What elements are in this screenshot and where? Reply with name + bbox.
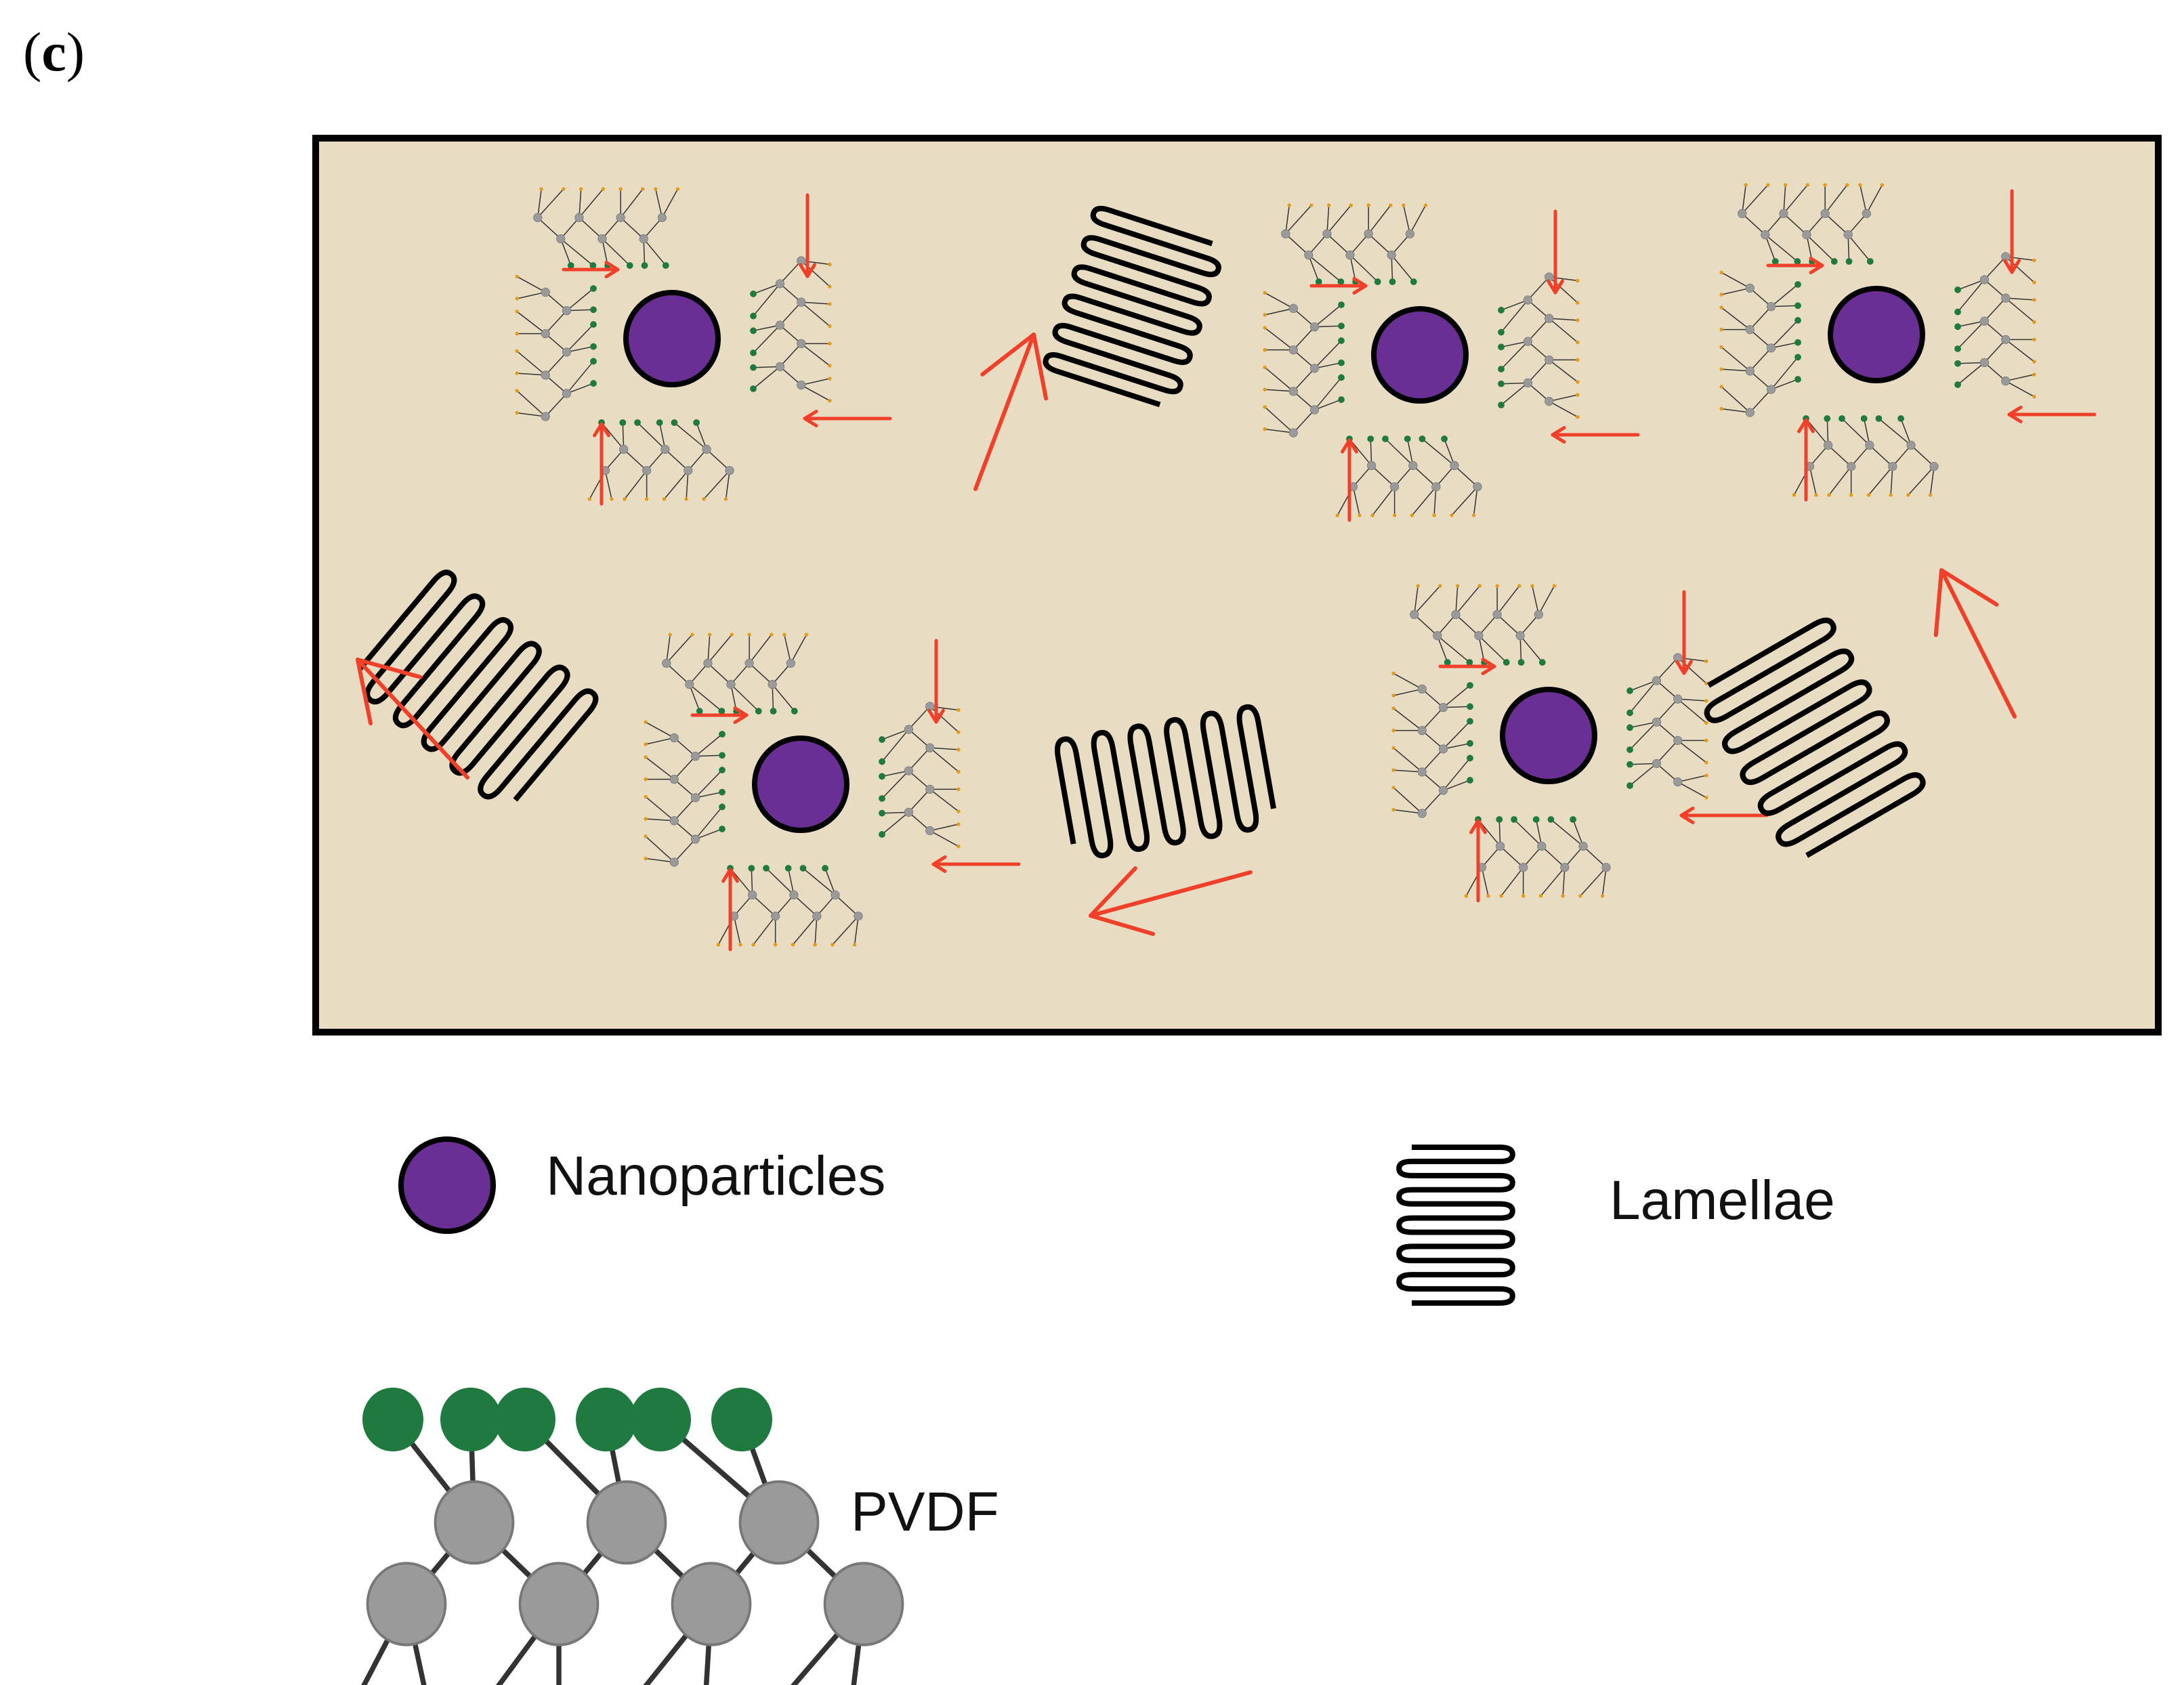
red-arrow-icon (1551, 426, 1640, 444)
pvdf-chain-icon (515, 274, 597, 421)
red-arrow-icon (2007, 406, 2097, 423)
lamella-icon (1054, 704, 1276, 859)
legend-label-nanoparticles: Nanoparticles (546, 1145, 886, 1207)
red-arrow-icon (1933, 568, 2017, 719)
red-arrow-icon (1679, 807, 1769, 824)
red-arrow-icon (927, 639, 945, 724)
pvdf-chain-icon (1281, 203, 1428, 285)
red-arrow-icon (1547, 209, 1564, 295)
pvdf-chain-icon (1498, 272, 1580, 419)
pvdf-chain-icon (644, 720, 726, 867)
nanoparticle-icon (752, 735, 849, 833)
legend-label-pvdf: PVDF (851, 1481, 999, 1543)
red-arrow-icon (803, 410, 892, 427)
polymer-matrix-box (312, 135, 2162, 1036)
lamella-icon (1396, 1145, 1515, 1306)
red-arrow-icon (2003, 189, 2021, 274)
pvdf-chain-icon (1738, 183, 1885, 265)
red-arrow-icon (1438, 658, 1496, 675)
red-arrow-icon (973, 333, 1049, 491)
pvdf-chain-icon (1410, 584, 1557, 666)
nanoparticle-icon (1828, 286, 1925, 383)
nanoparticle-icon (1371, 306, 1469, 404)
lamella-icon (1704, 617, 1926, 858)
red-arrow-icon (1797, 418, 1815, 502)
legend-label-lamellae: Lamellae (1610, 1170, 1835, 1231)
lamella-icon (1043, 205, 1221, 408)
pvdf-chain-icon (1719, 270, 1801, 417)
red-arrow-icon (690, 706, 749, 724)
red-arrow-icon (1341, 438, 1358, 522)
nanoparticle-unit (1391, 584, 1769, 903)
panel-label-open: ( (23, 21, 42, 83)
pvdf-chain-icon (662, 633, 809, 714)
red-arrow-icon (799, 193, 816, 278)
red-arrow-icon (1469, 819, 1487, 903)
nanoparticle-icon (398, 1136, 496, 1234)
pvdf-chain-icon (879, 702, 961, 849)
red-arrow-icon (1675, 590, 1693, 675)
nanoparticle-icon (623, 290, 721, 387)
red-arrow-icon (356, 658, 469, 780)
panel-label: (c) (23, 20, 85, 84)
pvdf-chain-icon (533, 187, 680, 269)
red-arrow-icon (931, 855, 1021, 873)
red-arrow-icon (1766, 257, 1824, 274)
lamella-icon (357, 570, 599, 802)
panel-label-close: ) (66, 21, 85, 83)
pvdf-chain-icon (750, 256, 832, 403)
red-arrow-icon (1309, 277, 1368, 295)
pvdf-chain-icon (361, 1387, 904, 1685)
red-arrow-icon (1089, 866, 1253, 937)
pvdf-chain-icon (1263, 291, 1345, 438)
pvdf-chain-icon (1464, 816, 1611, 898)
nanoparticle-unit (515, 187, 892, 506)
nanoparticle-icon (1500, 687, 1597, 784)
nanoparticle-unit (1719, 183, 2097, 502)
pvdf-chain-icon (1391, 671, 1473, 818)
panel-label-letter: c (41, 21, 66, 83)
red-arrow-icon (593, 422, 610, 506)
pvdf-chain-icon (716, 865, 863, 947)
red-arrow-icon (721, 868, 739, 952)
nanoparticle-unit (644, 633, 1021, 952)
nanoparticle-unit (1263, 203, 1640, 522)
red-arrow-icon (562, 261, 620, 278)
